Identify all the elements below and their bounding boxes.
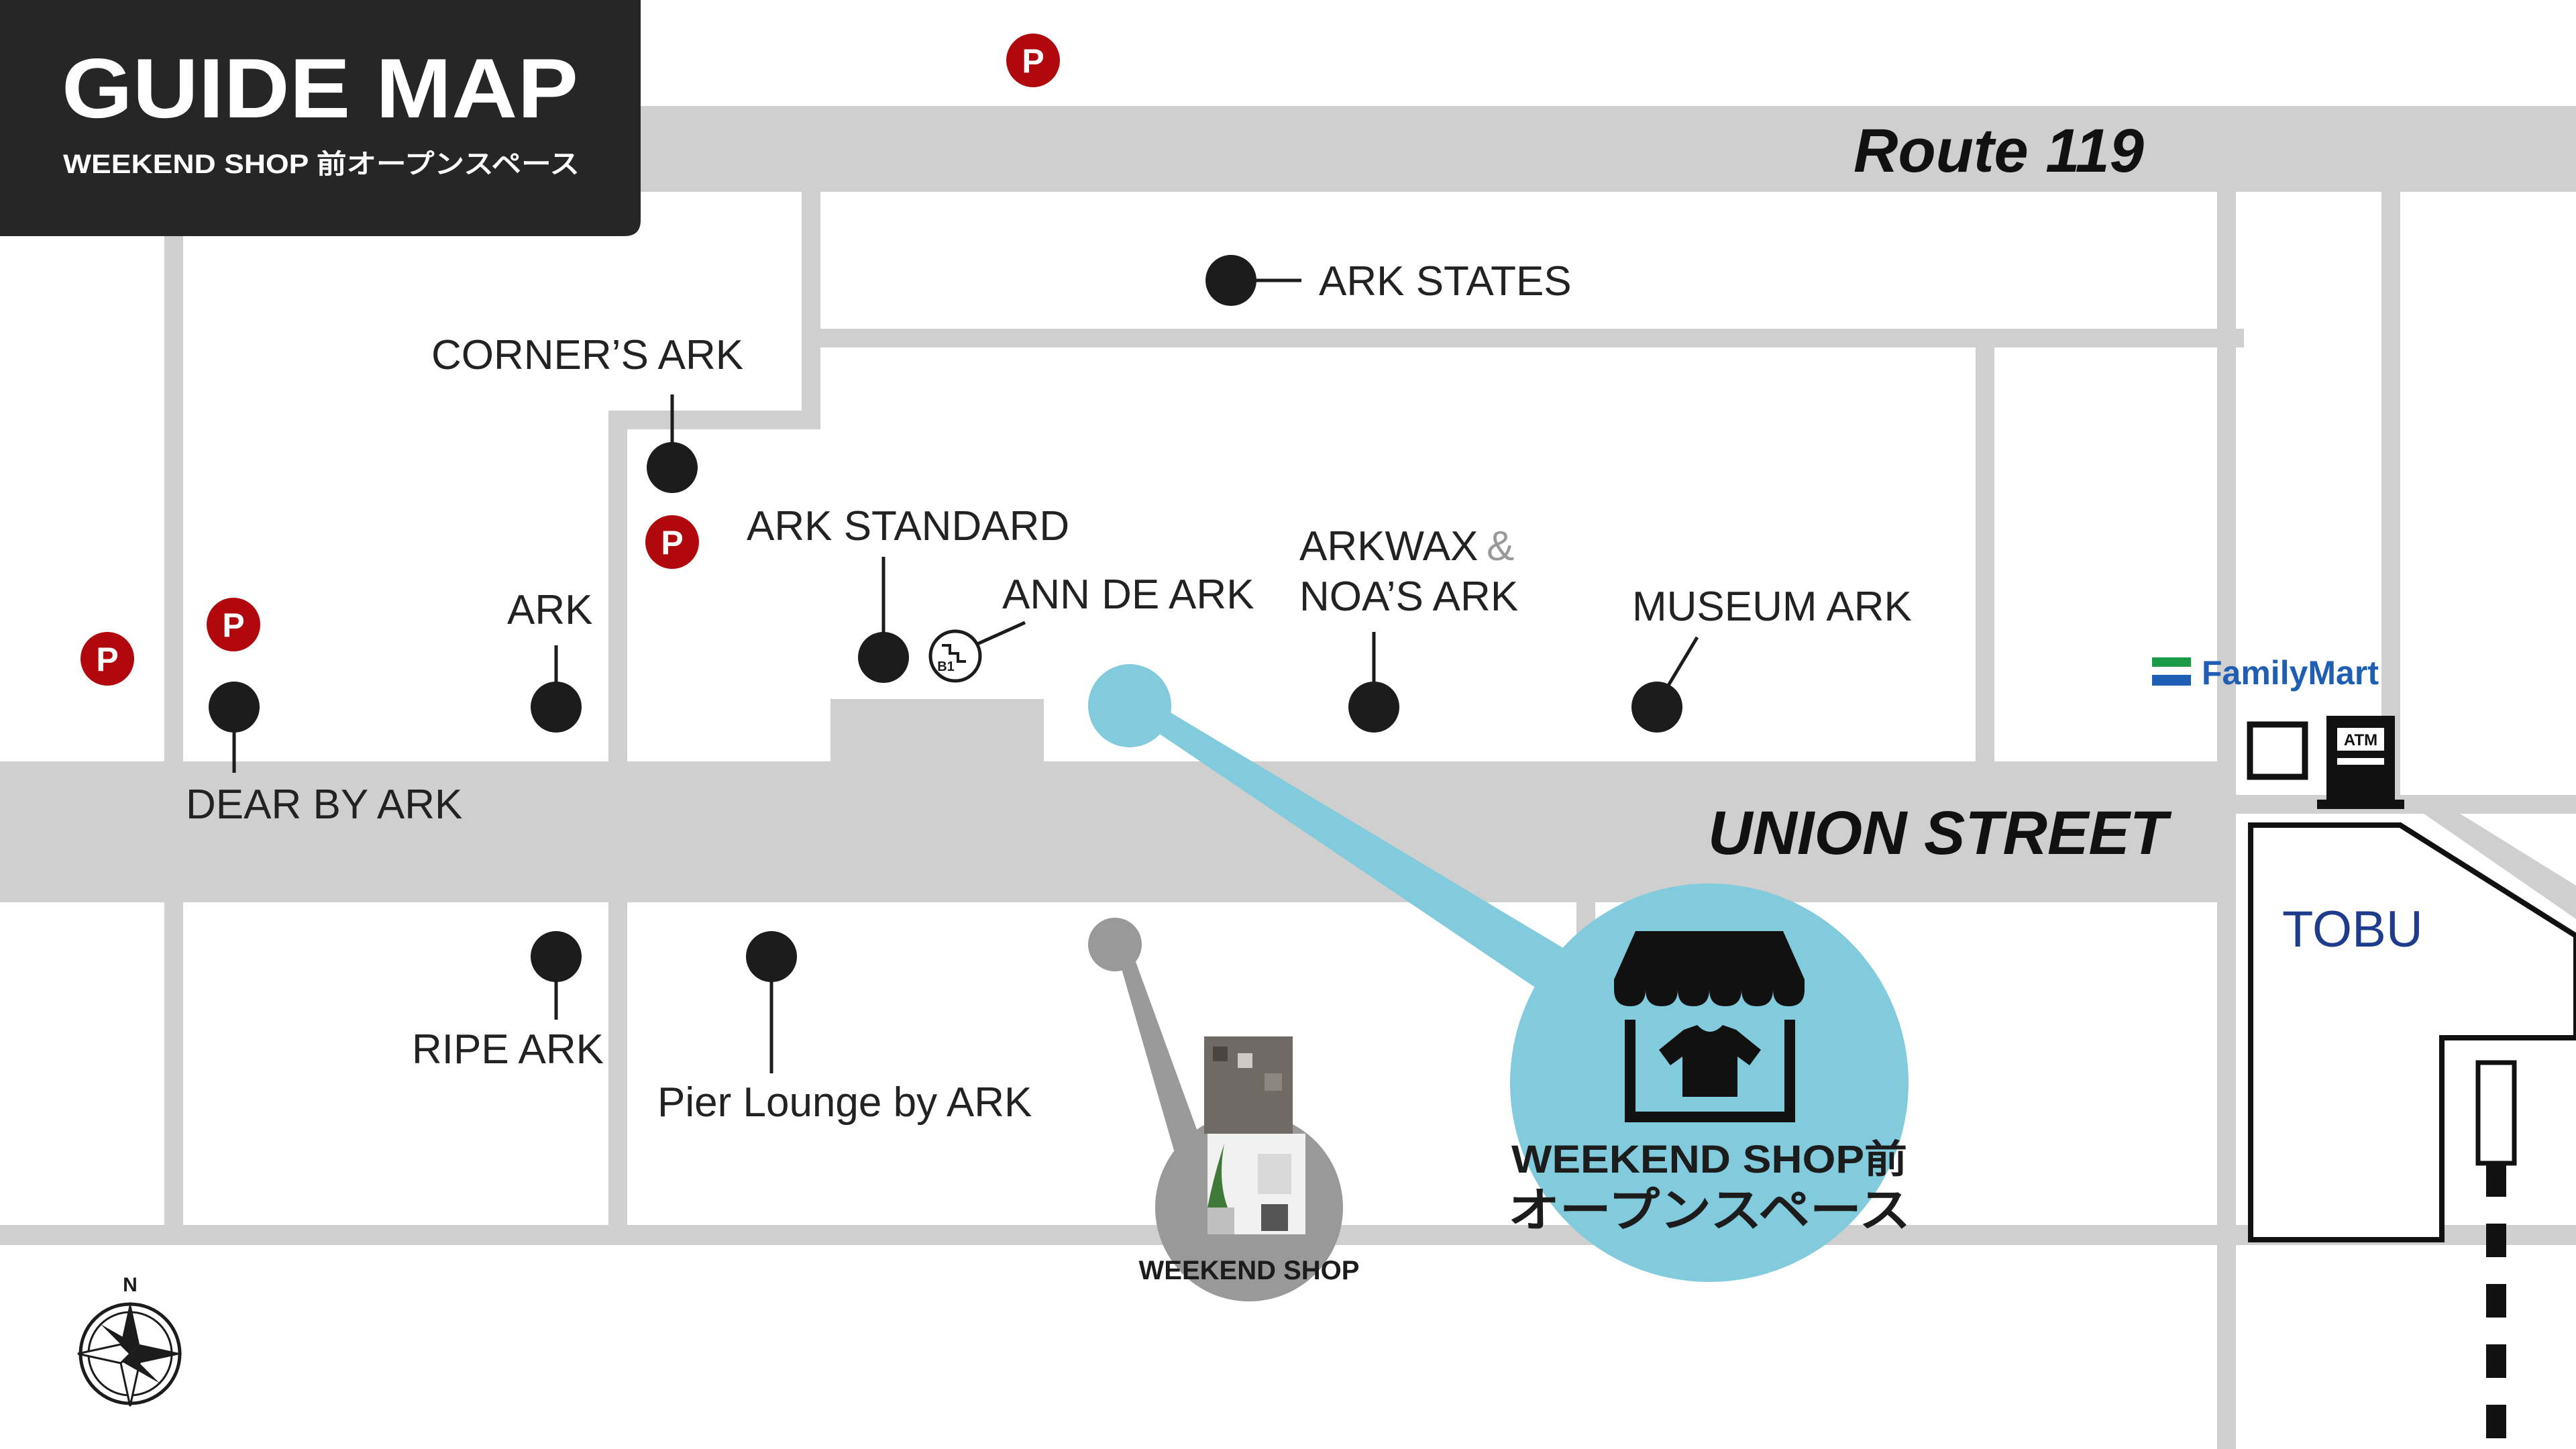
open-space-highlight: WEEKEND SHOP前 オープンスペース <box>1088 664 1911 1282</box>
label-museum-ark: MUSEUM ARK <box>1632 584 1912 630</box>
street-v2 <box>608 411 627 1245</box>
parking-icons: P P P P <box>80 34 1060 686</box>
stairs-icon: B1 <box>928 629 982 683</box>
tobu-label: TOBU <box>2282 901 2423 958</box>
union-street-road <box>0 761 2234 902</box>
familymart-logo-icon <box>2152 657 2191 686</box>
local-street-upper <box>802 329 2244 347</box>
open-space-title: WEEKEND SHOP前 <box>1511 1138 1907 1181</box>
parking-icon: P <box>1006 34 1060 87</box>
street-v3 <box>802 192 820 427</box>
parking-icon: P <box>645 515 699 569</box>
street-v6 <box>2217 192 2236 1449</box>
label-noas-ark: NOA’S ARK <box>1299 574 1518 620</box>
label-ark-standard: ARK STANDARD <box>747 503 1069 549</box>
familymart-area: FamilyMart ATM <box>2152 654 2404 809</box>
street-v4 <box>1976 347 1994 761</box>
weekend-shop-building-icon <box>1204 1036 1305 1234</box>
marker-weekend-shop[interactable] <box>1088 918 1142 971</box>
atm-icon: ATM <box>2317 716 2404 809</box>
union-street-label: UNION STREET <box>1708 799 2172 867</box>
label-dear-by-ark: DEAR BY ARK <box>186 782 462 828</box>
parking-icon: P <box>80 632 134 686</box>
marker-museum-ark[interactable] <box>1631 682 1682 733</box>
marker-ark[interactable] <box>531 682 582 733</box>
label-ann-de-ark: ANN DE ARK <box>1002 572 1254 618</box>
weekend-shop-label: WEEKEND SHOP <box>1139 1256 1360 1285</box>
label-ripe-ark: RIPE ARK <box>412 1026 604 1073</box>
label-ark: ARK <box>507 587 592 633</box>
atm-label: ATM <box>2344 731 2377 749</box>
street-v1 <box>164 192 183 1245</box>
label-arkwax: ARKWAX <box>1299 523 1478 570</box>
shop-awning-icon <box>1614 931 1805 1122</box>
parking-label: P <box>661 524 683 561</box>
label-ark-states: ARK STATES <box>1319 258 1572 305</box>
street-v7 <box>2381 192 2400 796</box>
marker-ark-standard[interactable] <box>858 632 909 683</box>
header-bg <box>0 0 641 236</box>
open-space-subtitle: オープンスペース <box>1508 1184 1911 1236</box>
guide-map-title: GUIDE MAP <box>62 41 578 136</box>
tobu-outline <box>2248 822 2576 1242</box>
parking-icon: P <box>207 598 260 651</box>
shop-markers: ARK STATES CORNER’S ARK ARK STANDARD ANN… <box>186 255 1912 1126</box>
parking-label: P <box>222 606 244 644</box>
tshirt-icon <box>1659 1025 1761 1097</box>
parking-label: P <box>1022 42 1044 80</box>
parking-label: P <box>96 641 118 678</box>
tobu-building: TOBU <box>2248 822 2576 1449</box>
weekend-shop: WEEKEND SHOP <box>1088 918 1359 1301</box>
header-panel: GUIDE MAP WEEKEND SHOP 前オープンスペース <box>0 0 641 236</box>
road-network <box>0 106 2576 1449</box>
label-pier-lounge: Pier Lounge by ARK <box>657 1079 1032 1126</box>
marker-open-space[interactable] <box>1088 664 1171 747</box>
marker-arkwax-noas-ark[interactable] <box>1348 682 1399 733</box>
marker-ark-states[interactable] <box>1205 255 1256 306</box>
compass-north-label: N <box>123 1274 138 1296</box>
familymart-label: FamilyMart <box>2202 654 2379 692</box>
basement-badge: B1 <box>937 659 955 674</box>
header-subtitle: WEEKEND SHOP 前オープンスペース <box>63 150 580 179</box>
compass-icon: N <box>77 1274 182 1407</box>
union-notch <box>830 699 1044 766</box>
familymart-store <box>2247 721 2308 780</box>
label-ampersand: & <box>1487 523 1514 570</box>
route-119-label: Route 119 <box>1854 117 2144 185</box>
label-corners-ark: CORNER’S ARK <box>431 332 743 378</box>
marker-corners-ark[interactable] <box>647 442 698 493</box>
railway-platform <box>2475 1060 2517 1166</box>
street-diagonal <box>2402 798 2576 919</box>
street-v3-link <box>608 411 820 429</box>
